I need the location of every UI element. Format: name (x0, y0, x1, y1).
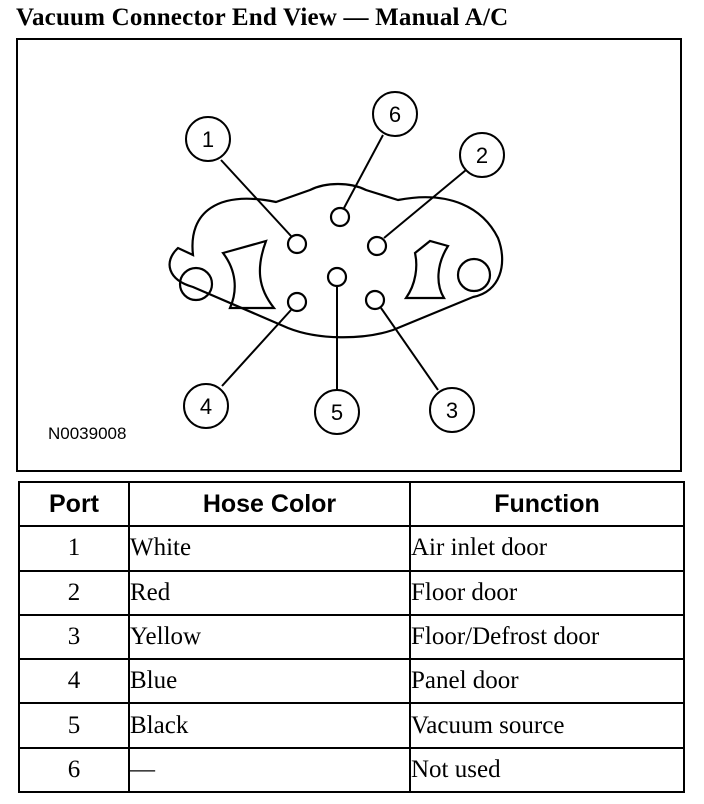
port-cell: 4 (18, 658, 130, 705)
port-3-hole (364, 289, 386, 311)
function-cell: Floor/Defrost door (409, 613, 685, 661)
leader-line-6 (343, 134, 384, 209)
table-header-row: Port Hose Color Function (18, 480, 685, 528)
function-cell: Floor door (409, 569, 685, 616)
callout-1-circle (185, 116, 231, 162)
callout-2-label: 2 (476, 143, 488, 168)
port-cell: 2 (18, 569, 130, 616)
port-2-hole (366, 235, 388, 257)
callout-3-circle (429, 387, 475, 433)
port-6-hole (329, 206, 351, 228)
table-row: 2 Red Floor door (18, 569, 685, 616)
connector-body-outline (168, 182, 504, 339)
port-cell: 5 (18, 702, 130, 749)
page-title: Vacuum Connector End View — Manual A/C (16, 4, 509, 31)
callout-5-label: 5 (331, 400, 343, 425)
header-hose-color: Hose Color (128, 480, 411, 528)
table-row: 6 — Not used (18, 746, 685, 794)
callout-3-label: 3 (446, 398, 458, 423)
connector-diagram: 1 2 3 4 5 6 N0039008 (16, 38, 682, 472)
table-row: 4 Blue Panel door (18, 658, 685, 705)
leader-line-3 (380, 307, 439, 391)
table-row: 5 Black Vacuum source (18, 702, 685, 749)
callout-4-label: 4 (200, 394, 212, 419)
port-1-hole (286, 233, 308, 255)
right-recess (403, 239, 450, 300)
port-4-hole (286, 291, 308, 313)
port-table: Port Hose Color Function 1 White Air inl… (18, 480, 685, 794)
port-cell: 3 (18, 613, 130, 661)
hose-color-cell: Red (128, 569, 411, 616)
hose-color-cell: Blue (128, 658, 411, 705)
right-mounting-hole (456, 257, 492, 293)
leader-line-1 (220, 159, 292, 237)
function-cell: Vacuum source (409, 702, 685, 749)
function-cell: Panel door (409, 658, 685, 705)
callout-2-circle (459, 132, 505, 178)
callout-5-circle (314, 389, 360, 435)
callout-6-label: 6 (389, 102, 401, 127)
function-cell: Not used (409, 746, 685, 794)
port-5-hole (326, 266, 348, 288)
hose-color-cell: White (128, 525, 411, 572)
port-cell: 6 (18, 746, 130, 794)
leader-line-4 (221, 309, 292, 387)
header-function: Function (409, 480, 685, 528)
callout-6-circle (372, 91, 418, 137)
left-mounting-hole (178, 266, 214, 302)
table-row: 3 Yellow Floor/Defrost door (18, 613, 685, 661)
connector-drawing: 1 2 3 4 5 6 (168, 91, 505, 435)
hose-color-cell: — (128, 746, 411, 794)
table-row: 1 White Air inlet door (18, 525, 685, 572)
port-cell: 1 (18, 525, 130, 572)
callout-1-label: 1 (202, 127, 214, 152)
function-cell: Air inlet door (409, 525, 685, 572)
leader-line-2 (383, 169, 467, 239)
hose-color-cell: Yellow (128, 613, 411, 661)
header-port: Port (18, 480, 130, 528)
hose-color-cell: Black (128, 702, 411, 749)
left-recess (221, 239, 277, 310)
figure-id: N0039008 (48, 424, 127, 443)
callout-4-circle (183, 383, 229, 429)
